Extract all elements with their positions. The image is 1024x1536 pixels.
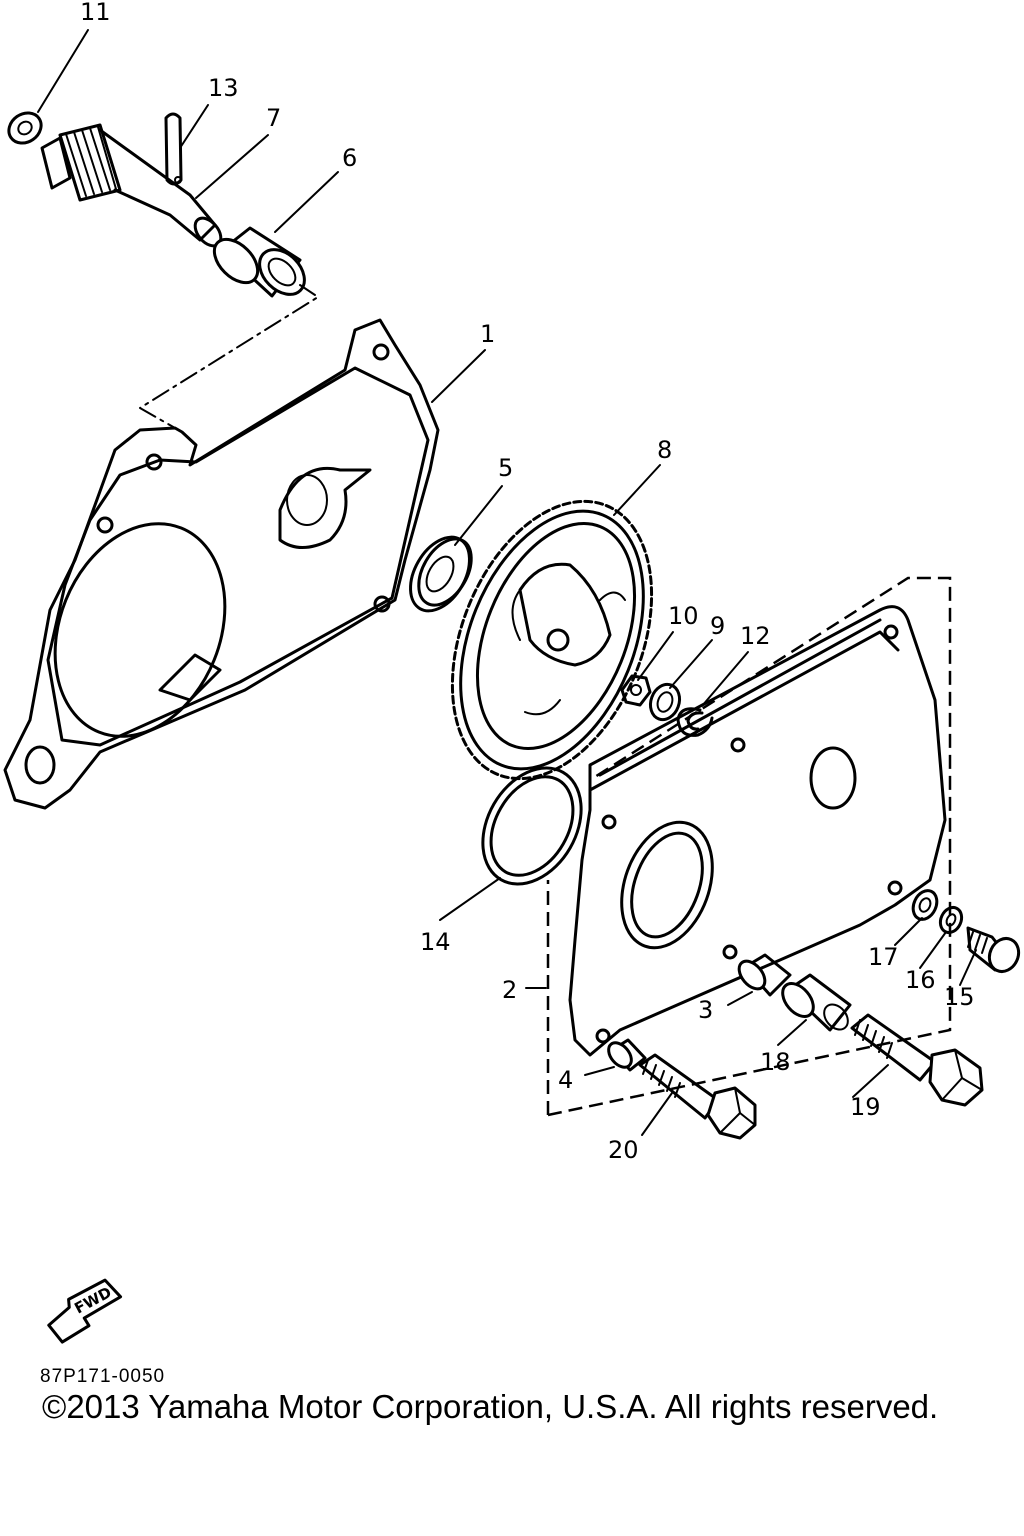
callout-14: 14 (420, 928, 451, 956)
part-19-bolt (850, 1013, 984, 1107)
callout-10: 10 (668, 602, 699, 630)
part-13-pin (164, 112, 183, 186)
part-2-cover (568, 605, 947, 1057)
callout-12: 12 (740, 622, 771, 650)
part-1-gear-case (3, 318, 440, 810)
part-20-bolt (638, 1053, 757, 1140)
part-15-screw (966, 926, 1021, 974)
part-8-gear (450, 499, 654, 781)
part-3-dowel (737, 953, 792, 997)
diagram-code: 87P171-0050 (40, 1366, 166, 1387)
part-7-worm-shaft (40, 123, 223, 248)
callout-18: 18 (760, 1048, 791, 1076)
part-4-dowel (607, 1038, 647, 1072)
callout-1: 1 (480, 320, 495, 348)
callout-5: 5 (498, 454, 513, 482)
fwd-arrow-icon: FWD (47, 1278, 123, 1344)
callout-20: 20 (608, 1136, 639, 1164)
callout-11: 11 (80, 0, 111, 26)
callout-7: 7 (266, 104, 281, 132)
callout-4: 4 (558, 1066, 573, 1094)
callout-17: 17 (868, 943, 899, 971)
part-14-oring (481, 766, 583, 886)
callout-8: 8 (657, 436, 672, 464)
part-10-nut (620, 674, 652, 707)
part-2-assembly-outline (546, 576, 952, 1117)
part-16-lock-washer (938, 905, 964, 935)
part-18-collar (781, 973, 852, 1032)
callout-16: 16 (905, 966, 936, 994)
callout-3: 3 (698, 996, 713, 1024)
callout-15: 15 (944, 983, 975, 1011)
part-9-washer (648, 682, 682, 722)
callout-2: 2 (502, 976, 517, 1004)
copyright-notice: ©2013 Yamaha Motor Corporation, U.S.A. A… (42, 1388, 939, 1425)
callout-13: 13 (208, 74, 239, 102)
callout-19: 19 (850, 1093, 881, 1121)
callout-6: 6 (342, 144, 357, 172)
part-6-bushing (212, 226, 306, 298)
callout-labels: 11 13 7 6 1 5 8 10 9 12 14 2 3 4 18 19 2… (80, 0, 975, 1164)
part-17-washer (911, 889, 939, 921)
callout-9: 9 (710, 612, 725, 640)
leader-lines (37, 29, 977, 1136)
part-11-washer (7, 111, 43, 145)
